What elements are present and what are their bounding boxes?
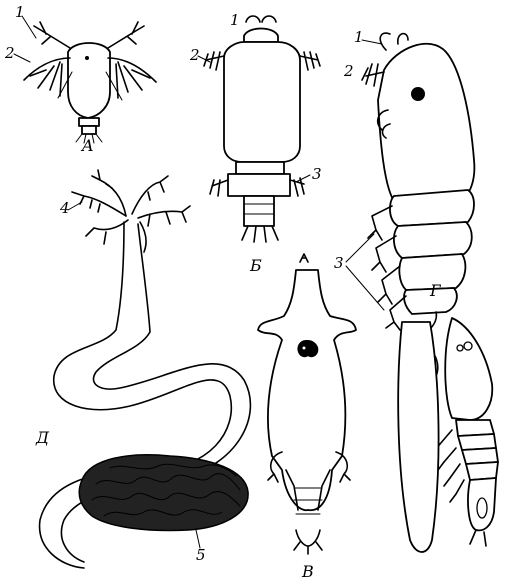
- letter-d: Д: [35, 428, 50, 447]
- label-d-4: 4: [59, 199, 70, 217]
- letter-b: Б: [249, 256, 262, 275]
- label-g-1: 1: [354, 28, 364, 46]
- label-d-5: 5: [196, 546, 206, 564]
- label-a-2: 2: [4, 44, 15, 62]
- egg-string: [398, 322, 438, 552]
- label-b-2: 2: [189, 46, 200, 64]
- letter-a: A: [80, 136, 94, 155]
- label-b-1: 1: [230, 11, 240, 29]
- nauplius-larva-a: [24, 22, 156, 143]
- larva-v: [258, 254, 356, 554]
- label-b-3: 3: [312, 165, 322, 183]
- letter-g: Г: [429, 281, 442, 300]
- larva-b: [204, 16, 320, 242]
- letter-v: В: [301, 562, 314, 581]
- attached-male: [434, 318, 498, 546]
- egg-mass: [79, 455, 248, 531]
- label-g-3: 3: [334, 254, 344, 272]
- label-g-2: 2: [343, 62, 354, 80]
